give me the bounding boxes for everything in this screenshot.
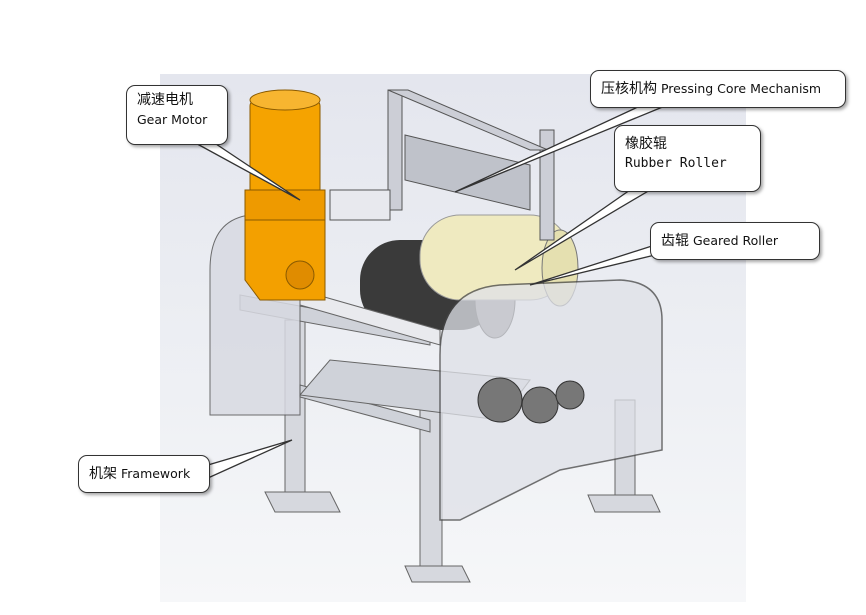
chain-sprockets bbox=[477, 377, 585, 424]
callout-framework: 机架 Framework bbox=[78, 455, 210, 493]
callout-gear-motor: 减速电机 Gear Motor bbox=[126, 85, 228, 145]
label-en: Rubber Roller bbox=[625, 156, 727, 171]
callout-rubber-roller: 橡胶辊 Rubber Roller bbox=[614, 125, 761, 192]
callout-leaders bbox=[189, 105, 666, 480]
callout-geared-roller: 齿辊 Geared Roller bbox=[650, 222, 820, 260]
label-zh: 减速电机 bbox=[137, 92, 193, 108]
label-en: Pressing Core Mechanism bbox=[660, 81, 822, 96]
label-en: Geared Roller bbox=[692, 233, 779, 248]
label-zh: 压核机构 bbox=[601, 81, 657, 97]
callout-pressing-core: 压核机构 Pressing Core Mechanism bbox=[590, 70, 846, 108]
label-en: Framework bbox=[120, 466, 191, 481]
gear-motor bbox=[244, 89, 326, 301]
label-zh: 机架 bbox=[89, 466, 117, 482]
label-zh: 橡胶辊 bbox=[625, 136, 667, 152]
pressing-core-mechanism bbox=[329, 89, 555, 241]
label-en: Gear Motor bbox=[137, 112, 208, 127]
label-zh: 齿辊 bbox=[661, 233, 689, 249]
